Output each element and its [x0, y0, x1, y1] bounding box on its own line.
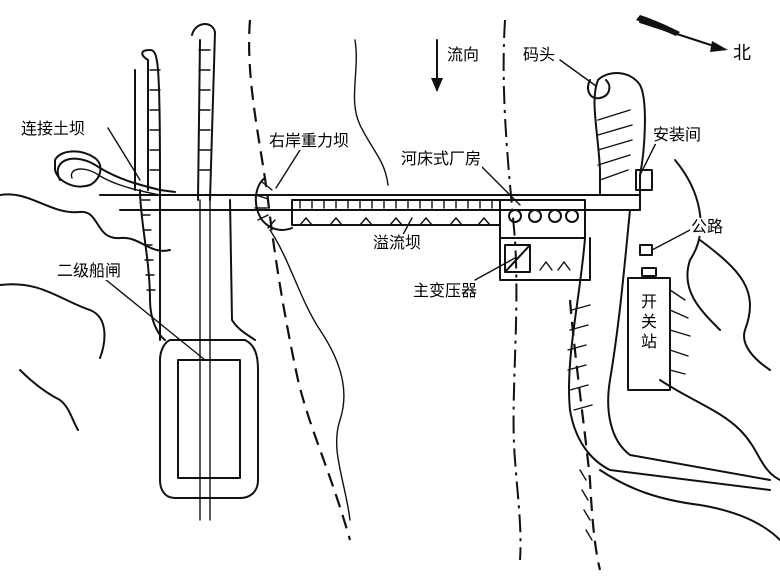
label-right-bank-gravity-dam: 右岸重力坝 — [268, 131, 351, 150]
contour-right-4 — [599, 469, 780, 541]
lock-chamber-inner — [177, 359, 241, 479]
river-dash-center — [502, 19, 522, 561]
leader-powerhouse — [479, 164, 521, 206]
river-dash-right — [568, 299, 602, 571]
leader-wharf — [559, 59, 597, 87]
north-arrowhead — [710, 41, 728, 52]
contour-right-3 — [659, 379, 780, 481]
contour-center-top — [353, 39, 389, 186]
label-riverbed-powerhouse: 河床式厂房 — [400, 149, 483, 168]
lock-upper-channel-c — [191, 23, 216, 201]
lock-hatching-left — [141, 199, 156, 291]
north-arrow-tail — [636, 15, 680, 36]
label-two-stage-ship-lock: 二级船闸 — [56, 261, 123, 280]
lock-hatching-upper-b — [198, 49, 211, 171]
earth-dam-loop — [56, 157, 176, 193]
earth-dam-loop-inner — [70, 168, 161, 196]
label-erection-bay: 安装间 — [652, 125, 703, 144]
switch-station-hatch — [669, 289, 691, 375]
label-switch-station: 开关站 — [638, 292, 657, 354]
powerhouse-tailrace — [499, 237, 591, 281]
label-north: 北 — [732, 43, 752, 64]
turbine-unit-2 — [528, 209, 542, 223]
erection-bay — [584, 72, 646, 211]
lock-upper-channel-b — [134, 59, 149, 191]
lower-bank-marks — [579, 469, 593, 541]
lock-upper-channel-a — [141, 49, 161, 341]
label-spillway-dam: 溢流坝 — [372, 233, 423, 252]
gravity-dam-arc-hatch — [254, 181, 276, 229]
contour-left-mid — [0, 283, 106, 359]
leader-ship-lock — [99, 274, 206, 361]
contour-left-island — [54, 150, 102, 188]
lock-hatching-upper-a — [149, 69, 161, 171]
turbine-unit-4 — [565, 209, 579, 223]
tailrace-marks — [539, 260, 571, 271]
gravity-dam-arc — [254, 177, 293, 231]
lock-chamber-outer — [159, 339, 259, 499]
flow-arrowhead — [431, 78, 443, 92]
label-flow-direction: 流向 — [446, 45, 481, 64]
right-bank-wall-a — [567, 237, 771, 491]
right-bank-wall-b — [607, 209, 771, 481]
contour-center-left — [269, 229, 351, 521]
river-dash-left — [248, 19, 352, 541]
label-wharf: 码头 — [522, 45, 557, 64]
leader-road — [651, 229, 691, 251]
contour-left-lower — [19, 369, 79, 431]
leader-earth-dam — [107, 127, 141, 181]
lock-side-wall-right — [229, 199, 256, 341]
contour-right-2 — [699, 239, 771, 371]
switch-station-box — [627, 277, 671, 391]
lock-center-line — [199, 199, 211, 521]
wharf-hook — [587, 79, 611, 100]
label-main-transformer: 主变压器 — [412, 281, 479, 300]
leader-gravity-dam — [275, 149, 301, 189]
contour-left-top — [0, 193, 171, 252]
leader-transformer — [474, 257, 516, 281]
label-connecting-earth-dam: 连接土坝 — [20, 119, 87, 138]
road-markers — [639, 244, 657, 277]
label-road: 公路 — [690, 217, 725, 236]
turbine-unit-3 — [548, 209, 562, 223]
right-bank-hatch — [567, 304, 593, 411]
erection-bay-box — [635, 169, 653, 191]
main-transformer-block — [504, 244, 531, 273]
erection-bay-hatch — [597, 109, 633, 181]
turbine-unit-1 — [508, 209, 522, 223]
contour-right-1 — [674, 159, 721, 331]
spillway-toe — [299, 216, 491, 226]
spillway-teeth — [299, 199, 493, 209]
